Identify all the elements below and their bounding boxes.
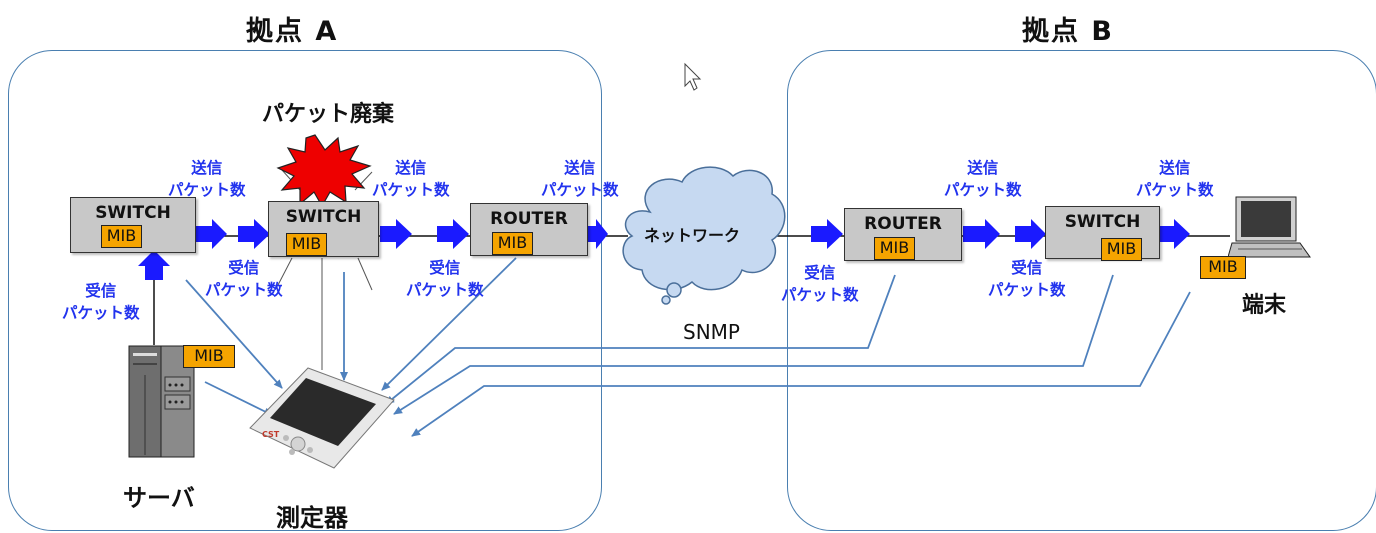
- laptop-icon: [1227, 195, 1313, 263]
- measurement-device-icon: [248, 366, 396, 470]
- terminal-mib: MIB: [1200, 256, 1246, 279]
- network-cloud: [622, 166, 786, 291]
- receive-count-label: 受信パケット数: [205, 259, 283, 299]
- receive-count-label: 受信パケット数: [406, 259, 484, 299]
- router-b-label: ROUTER: [864, 214, 942, 234]
- receive-count-label: 受信パケット数: [988, 259, 1066, 299]
- router-a: ROUTER MIB: [470, 203, 588, 256]
- switch-a2-mib: MIB: [286, 233, 327, 256]
- router-a-label: ROUTER: [490, 209, 568, 229]
- router-b: ROUTER MIB: [844, 208, 962, 261]
- switch-b-mib: MIB: [1101, 238, 1142, 261]
- receive-count-label: 受信パケット数: [62, 282, 140, 322]
- meter-brand: CST: [262, 430, 280, 439]
- snmp-label: SNMP: [683, 320, 740, 344]
- router-a-mib: MIB: [492, 232, 533, 255]
- server-label: サーバ: [123, 484, 195, 512]
- site-a-title: 拠点 A: [246, 16, 339, 47]
- switch-a2-label: SWITCH: [285, 207, 362, 227]
- server-mib: MIB: [183, 345, 235, 368]
- switch-a2: SWITCH MIB: [268, 201, 379, 257]
- packet-drop-burst: [276, 134, 372, 208]
- meter-label: 測定器: [276, 504, 348, 532]
- packet-drop-label: パケット廃棄: [262, 102, 395, 127]
- send-count-label: 送信パケット数: [541, 159, 619, 199]
- switch-a1: SWITCH MIB: [70, 197, 196, 253]
- send-count-label: 送信パケット数: [372, 159, 450, 199]
- terminal-label: 端末: [1242, 293, 1287, 318]
- switch-b-label: SWITCH: [1064, 212, 1141, 232]
- mouse-cursor: [684, 62, 702, 91]
- send-count-label: 送信パケット数: [944, 159, 1022, 199]
- switch-a1-label: SWITCH: [95, 203, 171, 223]
- network-label: ネットワーク: [644, 226, 741, 245]
- switch-b: SWITCH MIB: [1045, 206, 1160, 261]
- send-count-label: 送信パケット数: [1136, 159, 1214, 199]
- site-b-title: 拠点 B: [1022, 16, 1114, 47]
- router-b-mib: MIB: [874, 237, 915, 260]
- send-count-label: 送信パケット数: [168, 159, 246, 199]
- receive-count-label: 受信パケット数: [781, 264, 859, 304]
- switch-a1-mib: MIB: [101, 225, 142, 248]
- monitor-lines: [185, 257, 1191, 437]
- flow-arrows: [138, 219, 1190, 280]
